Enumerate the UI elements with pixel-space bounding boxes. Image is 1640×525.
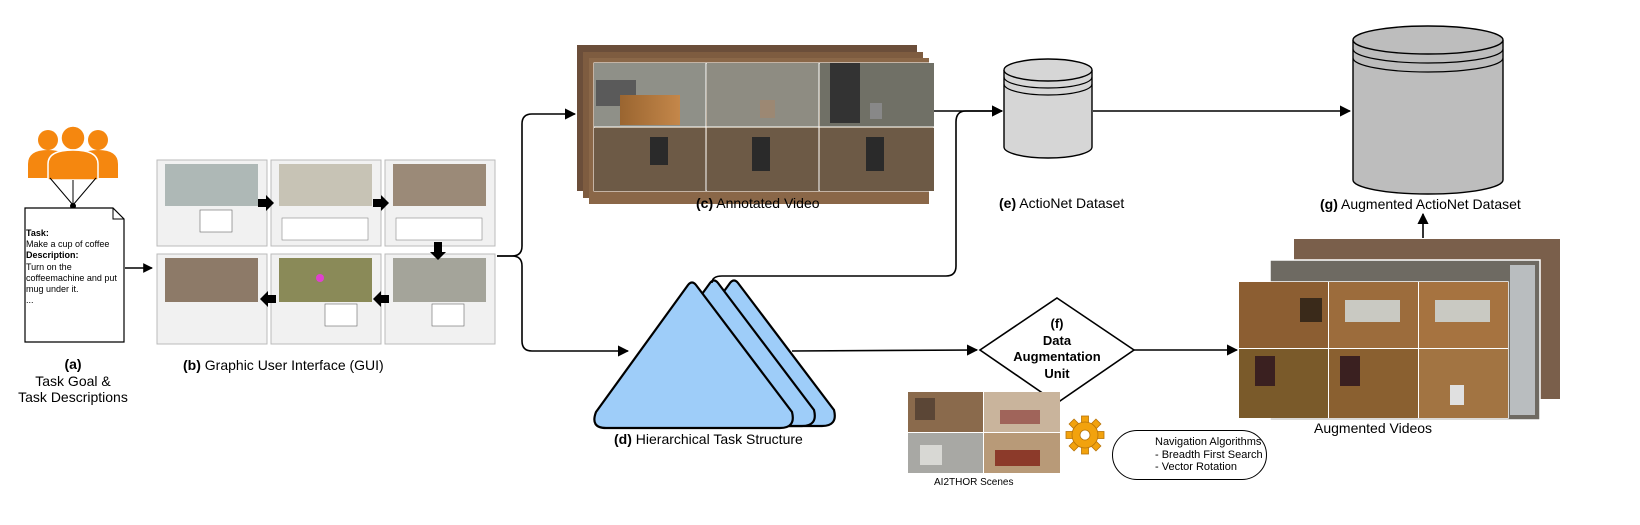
label-e-text: ActioNet Dataset [1019,195,1125,211]
gui-screen-2-keyboard [281,217,369,241]
label-c: (c) Annotated Video [696,195,820,211]
annotated-video-stack [577,45,935,204]
label-a-line-1: Task Goal & [35,372,111,389]
ai2thor-scene-thumbnails [908,392,1060,473]
augmented-database-icon [1352,25,1504,195]
gui-flow-arrows [258,195,446,307]
label-c-letter: (c) [696,195,714,211]
description-line-3: mug under it. [26,284,79,295]
arrow-d-to-f [791,344,979,356]
label-g-text: Augmented ActioNet Dataset [1341,196,1521,212]
gui-screen-2-view [279,164,372,206]
gui-screen-1-view [165,164,258,206]
gui-screen-5-marker [316,274,324,282]
augmented-videos-stack [1238,239,1560,421]
user-to-document-lines [49,177,97,206]
label-a-letter: (a) [64,356,82,372]
arrow-d-to-e [711,105,1004,284]
label-f-letter: (f) [1050,316,1064,331]
label-f: (f) Data Augmentation Unit [1007,316,1107,382]
gui-screen-5-view [279,258,372,302]
actionet-database-icon [1003,58,1093,159]
gui-screen-6-view [165,258,258,302]
description-ellipsis: ... [26,295,34,306]
gui-screen-4-menu [431,303,465,327]
gui-screen-1-menu [199,209,233,233]
label-e-letter: (e) [999,195,1017,211]
gui-screens [156,159,496,345]
navigation-item-1: - Breadth First Search [1155,448,1263,461]
gui-screen-5-menu [324,303,358,327]
label-augmented-videos: Augmented Videos [1314,420,1433,436]
gear-icon [1065,415,1105,455]
task-label: Task: [26,228,49,238]
description-label: Description: [26,250,79,261]
label-f-line-3: Unit [1044,365,1070,381]
label-f-line-1: Data [1042,332,1072,348]
label-e: (e) ActioNet Dataset [999,195,1124,211]
task-value: Make a cup of coffee [26,239,110,250]
label-d-letter: (d) [614,431,632,447]
description-line-1: Turn on the [26,261,72,272]
gui-screen-4-view [393,258,486,302]
label-b-text: Graphic User Interface (GUI) [204,357,384,373]
label-b: (b) Graphic User Interface (GUI) [183,357,384,373]
label-g-letter: (g) [1320,196,1338,212]
label-a: (a) Task Goal & Task Descriptions [8,356,138,406]
label-g: (g) Augmented ActioNet Dataset [1320,196,1521,212]
gui-screen-3-view [393,164,486,206]
hierarchical-task-triangles [593,279,836,430]
label-b-letter: (b) [183,357,201,373]
gui-screen-3-keyboard [395,217,483,241]
document-fold [112,208,124,220]
navigation-item-2: - Vector Rotation [1155,461,1237,473]
label-f-line-2: Augmentation [1013,349,1101,364]
task-document-text: Task: Make a cup of coffee Description: … [26,228,126,306]
users-icon [28,125,118,181]
navigation-algorithms-box: Navigation Algorithms - Breadth First Se… [1112,430,1267,480]
label-c-text: Annotated Video [716,195,820,211]
description-line-2: coffeemachine and put [26,272,117,283]
navigation-title: Navigation Algorithms [1155,436,1262,448]
label-a-line-2: Task Descriptions [18,389,128,405]
gui-branch-arrows [497,108,630,357]
label-d: (d) Hierarchical Task Structure [614,431,803,447]
label-ai2thor-scenes: AI2THOR Scenes [934,477,1014,488]
navigation-text: Navigation Algorithms - Breadth First Se… [1155,436,1263,474]
label-d-text: Hierarchical Task Structure [635,431,803,447]
task-document [24,207,125,343]
